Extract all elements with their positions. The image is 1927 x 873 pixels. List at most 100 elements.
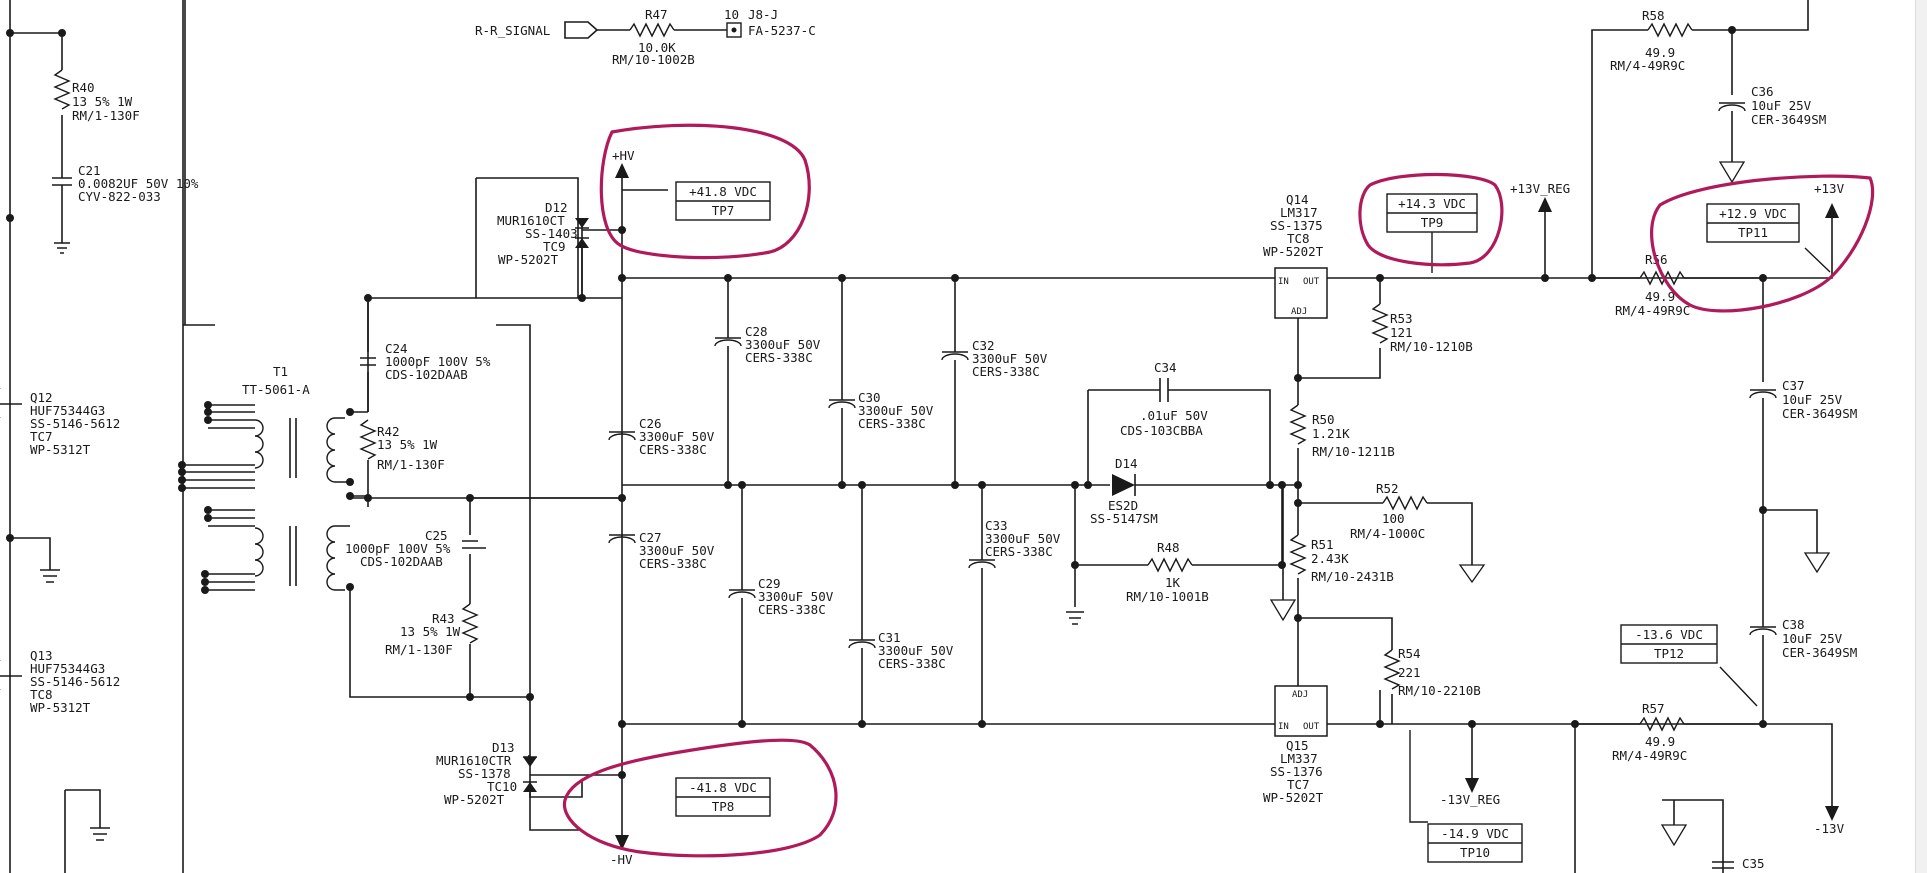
tp9-box: [1386, 193, 1478, 273]
q14-pin-out: OUT: [1303, 277, 1320, 287]
c33-value: 3300uF 50V: [985, 531, 1061, 546]
left-rail: [0, 0, 110, 873]
diode-d13: [523, 755, 622, 831]
c26-ref: C26: [639, 416, 662, 431]
output-positive: [1538, 0, 1839, 728]
filter-capacitors: [608, 278, 996, 724]
d14-ref: D14: [1115, 456, 1138, 471]
r57-part: RM/4-49R9C: [1612, 748, 1687, 763]
c37-part: CER-3649SM: [1782, 406, 1857, 421]
q15-pin-out: OUT: [1303, 722, 1320, 732]
c38-ref: C38: [1782, 617, 1805, 632]
q12-type: HUF75344G3: [30, 403, 105, 418]
c29-part: CERS-338C: [758, 602, 826, 617]
minus-13v-reg-label: -13V_REG: [1440, 792, 1500, 807]
r47-branch: [564, 21, 742, 39]
markup-circle-tp9: [1358, 172, 1504, 267]
c24-value: 1000pF 100V 5%: [385, 354, 491, 369]
r48-value: 1K: [1165, 575, 1181, 590]
c36-ref: C36: [1751, 84, 1774, 99]
plus-13v-reg-label: +13V_REG: [1510, 181, 1570, 196]
tp9-voltage: +14.3 VDC: [1398, 196, 1466, 211]
r42-value: 13 5% 1W: [377, 437, 438, 452]
c27-ref: C27: [639, 530, 662, 545]
j8-part: FA-5237-C: [748, 23, 816, 38]
tp7-voltage: +41.8 VDC: [689, 184, 757, 199]
r50-part: RM/10-1211B: [1312, 444, 1395, 459]
c24-ref: C24: [385, 341, 408, 356]
d12-tc: TC9: [543, 239, 566, 254]
q14-ref: Q14: [1286, 192, 1309, 207]
d12-wp: WP-5202T: [498, 252, 559, 267]
r50-ref: R50: [1312, 412, 1335, 427]
c33-part: CERS-338C: [985, 544, 1053, 559]
c37-value: 10uF 25V: [1782, 392, 1843, 407]
q14-pin-adj: ADJ: [1291, 307, 1307, 317]
r47-ref: R47: [645, 7, 668, 22]
q14-pin-in: IN: [1278, 277, 1289, 287]
r42-ref: R42: [377, 424, 400, 439]
tp11-name: TP11: [1738, 225, 1768, 240]
tp9-name: TP9: [1421, 215, 1444, 230]
r42-part: RM/1-130F: [377, 457, 445, 472]
c21-value: 0.0082UF 50V 10%: [78, 176, 199, 191]
q15-pin-in: IN: [1278, 722, 1289, 732]
c28-ref: C28: [745, 324, 768, 339]
j8-ref: J8-J: [748, 7, 778, 22]
markup-circle-tp8: [562, 738, 838, 858]
t1-part: TT-5061-A: [242, 382, 310, 397]
c21-ref: C21: [78, 163, 101, 178]
tp10-box: [1409, 730, 1523, 863]
c26-value: 3300uF 50V: [639, 429, 715, 444]
q14-divider: [1269, 274, 1486, 724]
tp7-name: TP7: [712, 203, 735, 218]
r53-part: RM/10-1210B: [1390, 339, 1473, 354]
minus-13v-label: -13V: [1814, 821, 1845, 836]
d13-ref: D13: [492, 740, 515, 755]
q15-tc: TC7: [1287, 777, 1310, 792]
c27-value: 3300uF 50V: [639, 543, 715, 558]
markup-annotations: [562, 123, 1875, 858]
diode-d12: [575, 218, 622, 302]
r52-ref: R52: [1376, 481, 1399, 496]
r40-value: 13 5% 1W: [72, 94, 133, 109]
r54-part: RM/10-2210B: [1398, 683, 1481, 698]
q13-type: HUF75344G3: [30, 661, 105, 676]
q14-type: LM317: [1280, 205, 1318, 220]
c31-part: CERS-338C: [878, 656, 946, 671]
tp11-voltage: +12.9 VDC: [1719, 206, 1787, 221]
r51-part: RM/10-2431B: [1311, 569, 1394, 584]
c25-ref: C25: [425, 528, 448, 543]
d13-wp: WP-5202T: [444, 792, 505, 807]
tp8-name: TP8: [712, 799, 735, 814]
q15-type: LM337: [1280, 751, 1318, 766]
c34-ref: C34: [1154, 360, 1177, 375]
tp10-name: TP10: [1460, 845, 1490, 860]
tp12-name: TP12: [1654, 646, 1684, 661]
c31-value: 3300uF 50V: [878, 643, 954, 658]
tp11-box: [1706, 203, 1831, 273]
tp7-box: [675, 181, 771, 221]
d13-part: SS-1378: [458, 766, 511, 781]
r54-value: 221: [1398, 665, 1421, 680]
q14-part: SS-1375: [1270, 218, 1323, 233]
filter-bank-junctions: [618, 226, 986, 779]
r51-value: 2.43K: [1311, 551, 1349, 566]
snubber-network: [346, 177, 622, 798]
d13-tc: TC10: [487, 779, 517, 794]
c33-ref: C33: [985, 518, 1008, 533]
r50-value: 1.21K: [1312, 426, 1350, 441]
d13-type: MUR1610CTR: [436, 753, 512, 768]
c37-ref: C37: [1782, 378, 1805, 393]
j8-pin: 10: [724, 7, 739, 22]
c38-value: 10uF 25V: [1782, 631, 1843, 646]
output-negative: [1376, 690, 1839, 873]
plus-hv-label: +HV: [612, 148, 635, 163]
c36-part: CER-3649SM: [1751, 112, 1826, 127]
r52-part: RM/4-1000C: [1350, 526, 1425, 541]
r48-part: RM/10-1001B: [1126, 589, 1209, 604]
markup-circle-tp11: [1650, 174, 1875, 313]
q12-ref: Q12: [30, 390, 53, 405]
r53-ref: R53: [1390, 311, 1413, 326]
